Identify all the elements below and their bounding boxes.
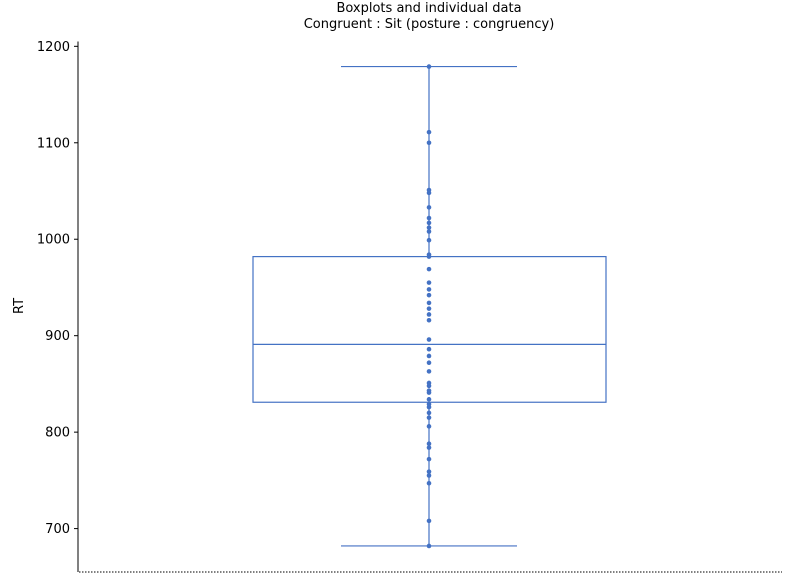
- data-point: [426, 401, 432, 407]
- data-point: [426, 424, 432, 429]
- data-point: [426, 317, 432, 323]
- data-point: [426, 64, 432, 69]
- y-tick-label: 800: [45, 426, 70, 441]
- data-point: [426, 346, 432, 352]
- data-point: [426, 287, 432, 292]
- data-point: [426, 369, 432, 374]
- y-tick-label: 1000: [37, 233, 70, 248]
- data-point: [426, 415, 432, 420]
- data-point: [426, 220, 432, 226]
- data-point: [426, 280, 432, 285]
- data-point: [426, 300, 432, 306]
- data-point: [426, 229, 432, 234]
- data-point: [426, 353, 432, 359]
- data-point: [426, 543, 432, 549]
- data-point: [426, 445, 432, 450]
- data-point: [426, 225, 432, 230]
- data-point: [426, 518, 432, 524]
- y-tick-label: 1200: [37, 40, 70, 55]
- data-point: [426, 397, 432, 402]
- y-tick-label: 900: [45, 329, 70, 344]
- data-point: [426, 215, 432, 221]
- data-point: [426, 237, 432, 243]
- data-point: [426, 380, 432, 386]
- data-point: [426, 441, 432, 447]
- data-point: [426, 266, 432, 272]
- data-point: [426, 252, 432, 257]
- y-tick-label: 1100: [37, 136, 70, 151]
- data-point: [426, 292, 432, 298]
- chart-title: Boxplots and individual data: [336, 1, 521, 16]
- data-point: [426, 388, 432, 393]
- chart-subtitle: Congruent : Sit (posture : congruency): [304, 17, 555, 32]
- data-point: [426, 473, 432, 478]
- interquartile-box: [252, 255, 607, 403]
- data-point: [426, 410, 432, 416]
- data-point: [426, 480, 432, 486]
- data-point: [426, 187, 432, 193]
- y-axis-label: RT: [12, 298, 27, 314]
- y-axis: 700 800 900 1000 1100 1200: [37, 40, 79, 572]
- data-points: [426, 64, 432, 549]
- data-point: [426, 456, 432, 462]
- data-point: [426, 306, 432, 311]
- data-point: [426, 469, 432, 474]
- data-point: [426, 140, 432, 146]
- data-point: [426, 360, 432, 365]
- y-tick-label: 700: [45, 522, 70, 537]
- data-point: [426, 205, 432, 210]
- data-point: [426, 312, 432, 317]
- data-point: [426, 129, 432, 135]
- data-point: [426, 337, 432, 342]
